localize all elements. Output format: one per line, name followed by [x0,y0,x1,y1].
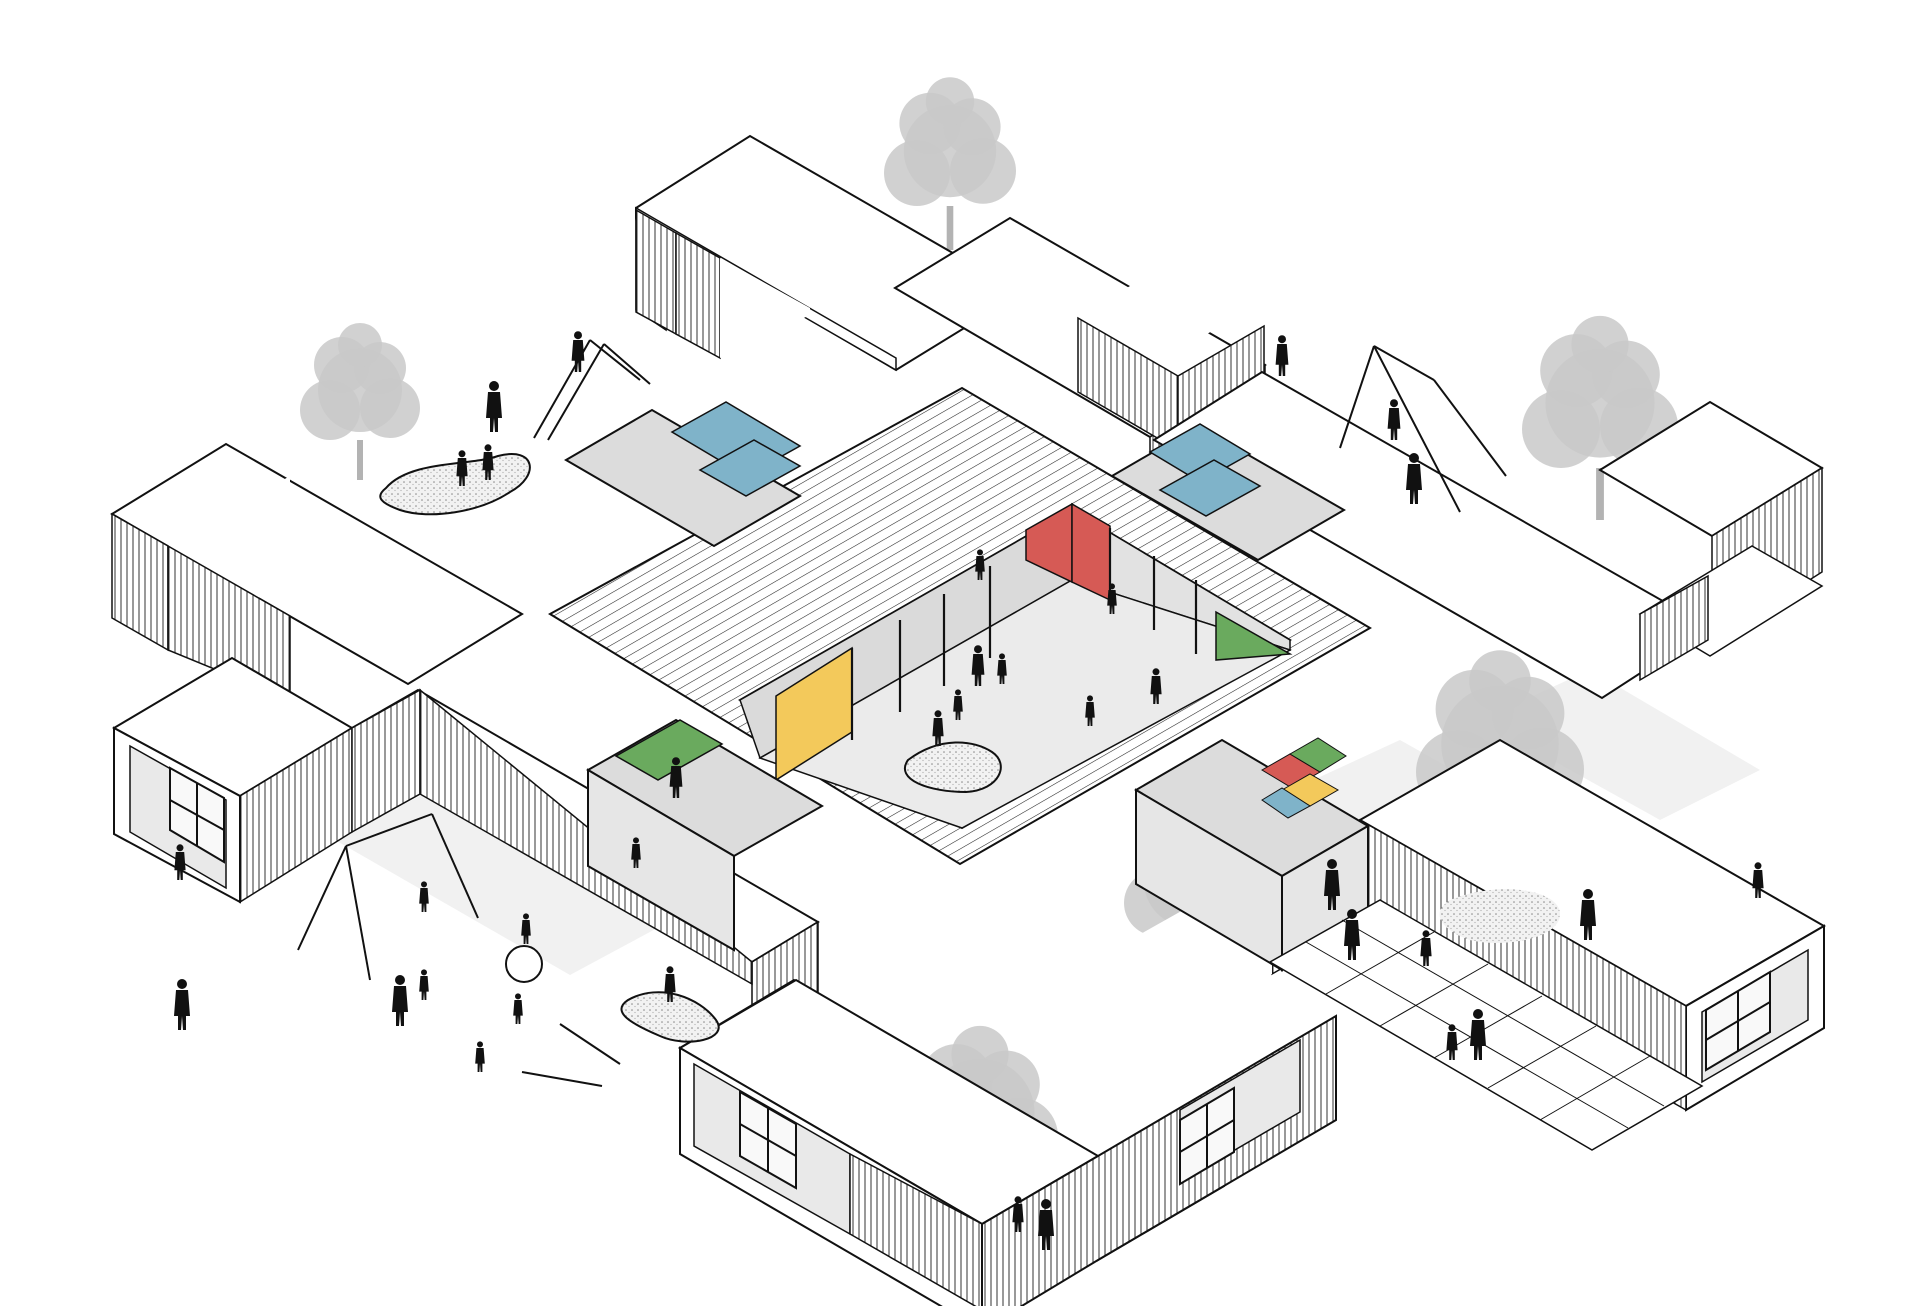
person-silhouette [174,844,186,880]
person-silhouette [521,913,531,944]
wing-left [110,442,524,702]
wing-top [635,134,1011,372]
person-silhouette [486,381,502,432]
person-silhouette [953,689,963,720]
playground-equipment [297,339,1560,1087]
person-silhouette [1420,930,1432,966]
wing-right [1152,370,1824,700]
paved-path [1268,899,1704,1151]
person-silhouette [1038,1199,1054,1250]
person-silhouette [971,645,985,686]
person-silhouette [456,450,468,486]
person-silhouette [975,549,985,580]
person-silhouette [1344,909,1360,960]
person-silhouette [419,881,429,912]
person-silhouette [419,969,429,1000]
person-silhouette [1275,335,1289,376]
tree-left [300,323,420,480]
panel-green [1215,610,1293,661]
person-silhouette [392,975,408,1026]
wing-front-bottom-right [981,1014,1337,1306]
person-silhouette [1150,668,1162,704]
person-silhouette [1446,1024,1458,1060]
tree-top [884,77,1016,250]
people [174,331,1764,1250]
person-silhouette [513,993,523,1024]
glass-pavilions [564,401,1370,972]
person-silhouette [1012,1196,1024,1232]
tree-right [1522,315,1678,520]
person-silhouette [1324,859,1340,910]
person-silhouette [669,757,683,798]
person-silhouette [1107,583,1117,614]
person-silhouette [1752,862,1764,898]
person-silhouette [664,966,676,1002]
person-silhouette [997,653,1007,684]
wing-front-bottom-left [678,978,1100,1306]
person-silhouette [1387,399,1401,440]
person-silhouette [631,837,641,868]
person-silhouette [475,1041,485,1072]
person-silhouette [571,331,585,372]
person-silhouette [482,444,494,480]
person-silhouette [932,710,944,746]
person-silhouette [1580,889,1596,940]
person-silhouette [1406,453,1422,504]
person-silhouette [1085,695,1095,726]
person-silhouette [174,979,190,1030]
person-silhouette [1470,1009,1486,1060]
